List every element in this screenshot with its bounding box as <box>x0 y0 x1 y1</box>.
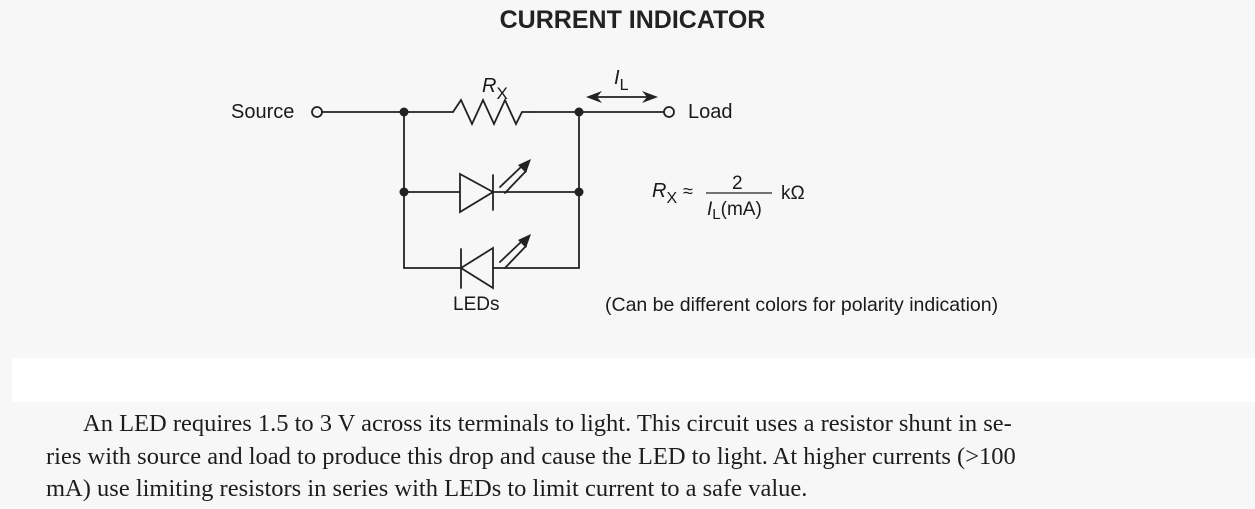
led1-light-arrows-icon <box>499 165 527 194</box>
polarity-note: (Can be different colors for polarity in… <box>605 294 998 316</box>
current-arrowhead-right-icon <box>642 91 658 103</box>
current-arrowhead-left-icon <box>586 91 602 103</box>
paragraph-line: An LED requires 1.5 to 3 V across its te… <box>83 410 1012 437</box>
svg-text:kΩ: kΩ <box>781 183 805 204</box>
led1-diode-icon <box>459 172 495 214</box>
led2-arrowhead-icon <box>518 234 531 248</box>
svg-text:2: 2 <box>732 173 743 194</box>
load-label: Load <box>688 101 733 123</box>
source-label: Source <box>231 101 294 123</box>
load-terminal-icon <box>663 106 675 118</box>
diagram-title: CURRENT INDICATOR <box>499 6 766 34</box>
node-dot <box>574 107 584 117</box>
source-terminal-icon <box>311 106 323 118</box>
body-paragraph: An LED requires 1.5 to 3 V across its te… <box>46 408 1236 506</box>
resistor-icon <box>452 97 531 127</box>
leds-label: LEDs <box>453 294 499 315</box>
svg-text:RX: RX <box>652 180 677 207</box>
current-indicator-schematic: Source Load RX IL LEDs RX ≈ 2 IL(mA) kΩ … <box>231 67 998 316</box>
svg-text:≈: ≈ <box>683 181 693 201</box>
node-dot <box>399 187 409 197</box>
blank-band <box>12 358 1255 402</box>
current-label: IL <box>614 67 629 94</box>
svg-text:IL(mA): IL(mA) <box>707 199 762 223</box>
led2-diode-icon <box>459 246 494 290</box>
paragraph-line: mA) use limiting resistors in series wit… <box>46 475 808 502</box>
node-dot <box>399 107 409 117</box>
resistor-formula: RX ≈ 2 IL(mA) kΩ <box>652 173 805 223</box>
led2-light-arrows-icon <box>499 240 527 269</box>
paragraph-line: ries with source and load to produce thi… <box>46 442 1016 470</box>
resistor-label: RX <box>482 75 508 103</box>
led1-arrowhead-icon <box>518 159 531 173</box>
node-dot <box>574 187 584 197</box>
